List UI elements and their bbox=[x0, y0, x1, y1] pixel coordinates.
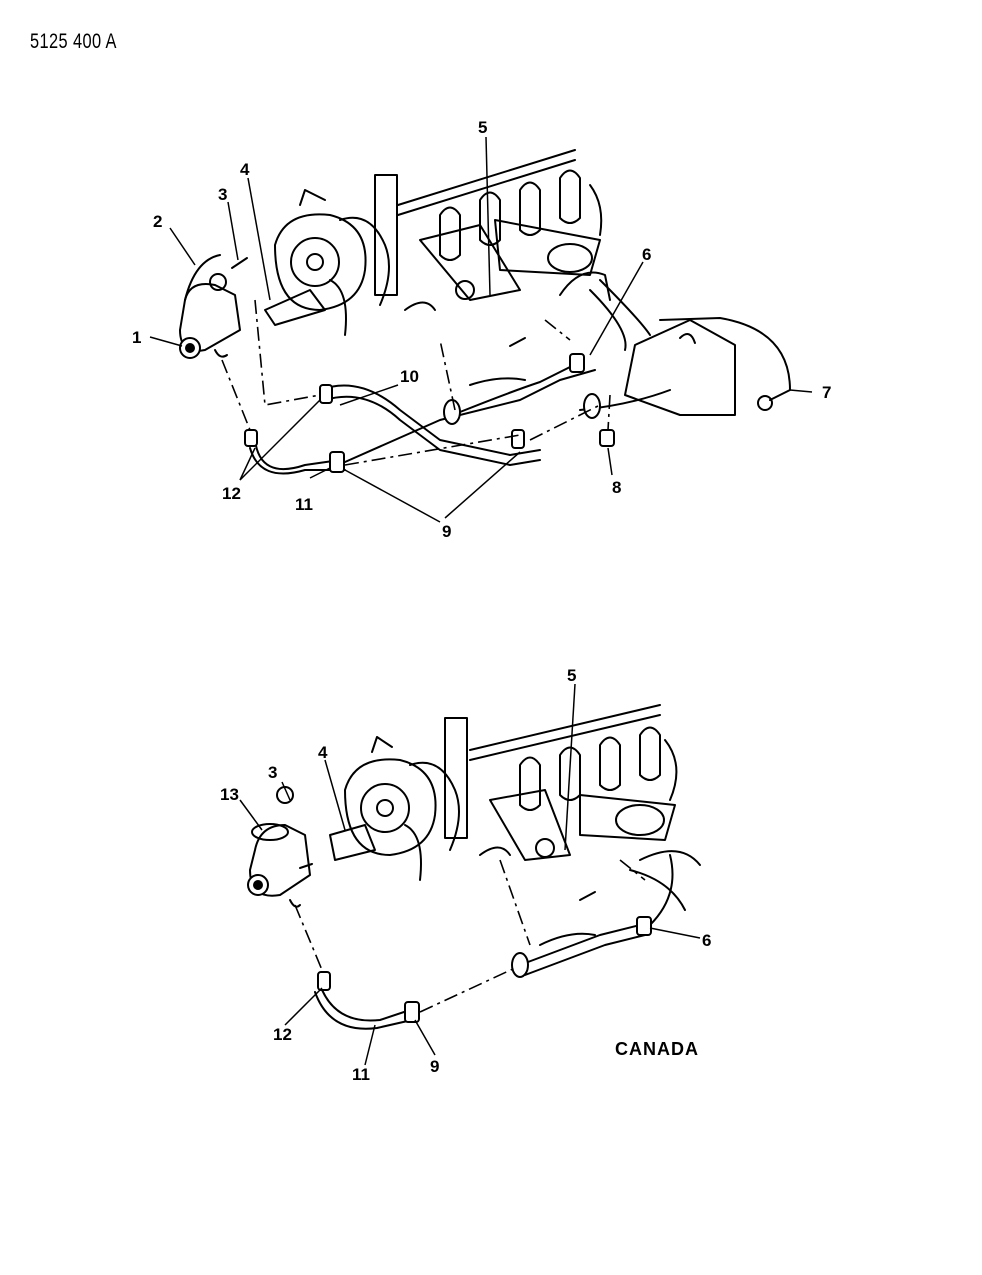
callout-4: 4 bbox=[240, 160, 250, 179]
document-id: 5125 400 A bbox=[30, 30, 117, 53]
callout-6-bottom: 6 bbox=[702, 931, 711, 950]
callout-1: 1 bbox=[132, 328, 141, 347]
callout-8: 8 bbox=[612, 478, 621, 497]
callout-12-bottom: 12 bbox=[273, 1025, 292, 1044]
air-tubes-bottom bbox=[314, 846, 674, 1030]
callout-3: 3 bbox=[218, 185, 227, 204]
air-tubes bbox=[244, 301, 671, 475]
callout-4-bottom: 4 bbox=[318, 743, 328, 762]
callout-11-bottom: 11 bbox=[352, 1065, 370, 1084]
leader-lines-top bbox=[149, 136, 813, 523]
water-pump-bottom bbox=[329, 736, 460, 881]
callout-9: 9 bbox=[442, 522, 451, 541]
callout-6: 6 bbox=[642, 245, 651, 264]
callout-12: 12 bbox=[222, 484, 241, 503]
bottom-diagram: 3 4 5 6 9 11 12 13 CANADA bbox=[220, 666, 711, 1084]
leader-lines-bottom bbox=[239, 683, 701, 1066]
callout-13-bottom: 13 bbox=[220, 785, 239, 804]
callout-2: 2 bbox=[153, 212, 162, 231]
alignment-lines-top bbox=[221, 299, 611, 466]
water-pump bbox=[264, 189, 390, 336]
callout-7: 7 bbox=[822, 383, 831, 402]
callout-3-bottom: 3 bbox=[268, 763, 277, 782]
callout-11: 11 bbox=[295, 495, 313, 514]
air-pump-valve bbox=[179, 254, 248, 359]
catalytic-converter bbox=[589, 279, 791, 416]
callout-10: 10 bbox=[400, 367, 419, 386]
alignment-lines-bottom bbox=[294, 859, 646, 1013]
top-diagram: 1 2 3 4 5 6 7 8 9 10 11 12 bbox=[132, 118, 831, 541]
engine-block-bottom bbox=[444, 704, 701, 911]
callout-5: 5 bbox=[478, 118, 487, 137]
air-pump-valve-bottom bbox=[247, 786, 313, 908]
callout-9-bottom: 9 bbox=[430, 1057, 439, 1076]
region-label: CANADA bbox=[615, 1039, 699, 1059]
callout-5-bottom: 5 bbox=[567, 666, 576, 685]
engine-block bbox=[374, 149, 611, 301]
